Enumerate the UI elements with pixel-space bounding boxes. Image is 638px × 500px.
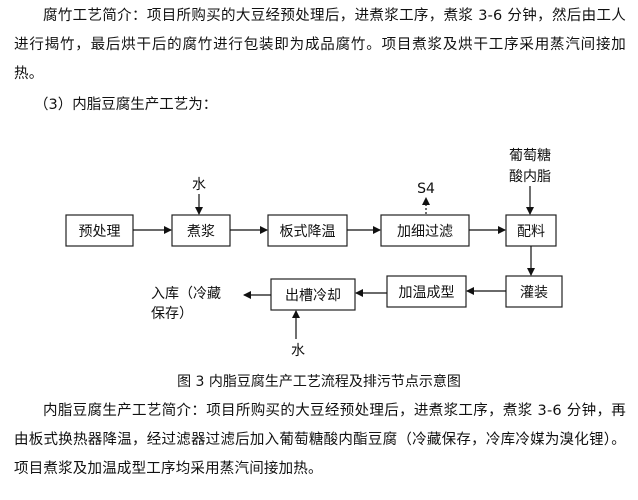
storage-line1: 入库（冷藏: [151, 286, 221, 302]
step-filter: 加细过滤: [397, 224, 453, 240]
section-title: （3）内脂豆腐生产工艺为：: [34, 97, 218, 113]
paragraph-tofu-process: 内脂豆腐生产工艺简介：项目所购买的大豆经预处理后，进煮浆工序，煮浆 3-6 分钟…: [14, 403, 626, 477]
emission-s4: S4: [417, 181, 435, 197]
box-mix: [505, 214, 557, 247]
box-fill: [505, 275, 563, 308]
step-fill: 灌装: [520, 285, 548, 301]
step-form: 加温成型: [399, 285, 455, 301]
storage-line2: 保存）: [151, 306, 193, 322]
step-pretreat: 预处理: [79, 224, 121, 240]
gluconolactone-line2: 酸内脂: [509, 169, 551, 185]
water-input-top: 水: [192, 177, 206, 193]
paragraph-tofu-skin-process: 腐竹工艺简介：项目所购买的大豆经预处理后，进煮浆工序，煮浆 3-6 分钟，然后由…: [14, 8, 626, 82]
box-boil: [171, 214, 231, 247]
box-cool: [267, 214, 348, 247]
gluconolactone-line1: 葡萄糖: [509, 148, 551, 164]
figure-caption: 图 3 内脂豆腐生产工艺流程及排污节点示意图: [177, 374, 461, 390]
water-input-bottom: 水: [291, 343, 305, 359]
step-chill: 出槽冷却: [285, 288, 341, 304]
step-mix: 配料: [517, 224, 545, 240]
step-boil: 煮浆: [187, 224, 215, 240]
box-form: [386, 275, 467, 308]
box-chill: [270, 278, 356, 311]
step-cool: 板式降温: [280, 224, 336, 240]
